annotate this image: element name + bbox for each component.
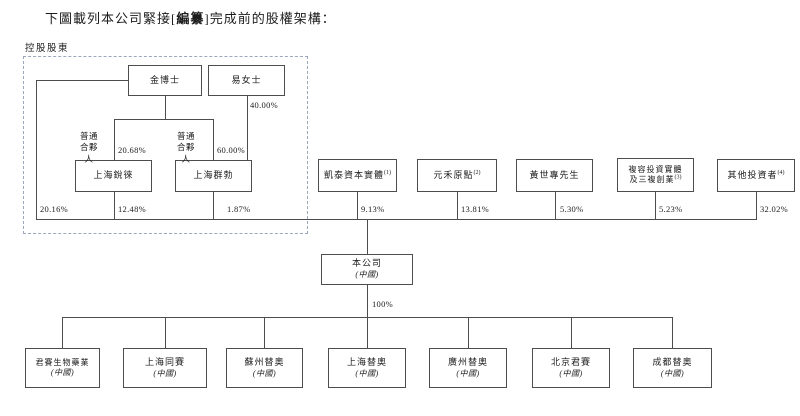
caption-prefix: 下圖載列本公司緊接[	[45, 11, 177, 26]
caption-suffix: ]完成前的股權架構：	[204, 11, 336, 26]
controlling-shareholders-region	[23, 56, 308, 234]
connector-line-main	[36, 219, 757, 220]
node-label-line2: 及三複創業(3)	[629, 174, 682, 184]
connector-line	[114, 119, 214, 120]
node-furong-investment-entities: 複容投資實體 及三複創業(3)	[617, 158, 694, 192]
pct-ruilai: 12.48%	[118, 204, 147, 214]
connector-line	[367, 285, 368, 317]
pct-huang: 5.30%	[560, 204, 584, 214]
node-label: 上海群勃	[193, 170, 234, 181]
node-subsidiary-shanghai-tiao: 上海替奧(中國)	[328, 348, 406, 388]
node-subsidiary-junsai-biopharma: 君賽生物藥業(中國)	[25, 348, 100, 388]
connector-line	[655, 192, 656, 219]
node-label: 成都替奧	[652, 356, 693, 367]
connector-line	[756, 192, 757, 219]
node-label: 君賽生物藥業	[35, 357, 90, 367]
pct-qunbo: 1.87%	[227, 204, 251, 214]
node-label: 上海替奧	[346, 356, 387, 367]
node-label: 廣州替奧	[447, 356, 488, 367]
node-country: (中國)	[559, 368, 583, 378]
connector-line	[36, 80, 37, 219]
node-country: (中國)	[660, 368, 685, 378]
footnote-ref-1: (1)	[384, 169, 391, 176]
node-country: (中國)	[355, 368, 379, 378]
node-label: 上海銳徠	[93, 170, 134, 181]
connector-line	[62, 317, 63, 348]
label-general-partner: 普通 合夥人	[176, 131, 195, 164]
connector-line	[264, 317, 265, 348]
node-shanghai-ruilai: 上海銳徠	[75, 160, 152, 192]
node-subsidiary-chengdu-tiao: 成都替奧(中國)	[633, 348, 712, 388]
pct-yi-to-qunbo: 40.00%	[250, 100, 279, 110]
node-label: 金博士	[149, 74, 180, 85]
node-label: 其他投資者(4)	[727, 169, 785, 180]
pct-jin-gp-ruilai: 20.68%	[118, 145, 147, 155]
node-dr-jin: 金博士	[128, 65, 202, 96]
node-label-line1: 複容投資實體	[628, 164, 683, 174]
node-label: 黃世專先生	[529, 169, 580, 180]
node-label: 本公司	[351, 258, 382, 269]
pct-jin-direct: 20.16%	[40, 204, 69, 214]
caption-emphasis: 編纂	[176, 11, 205, 26]
connector-line	[571, 317, 572, 348]
label-general-partner: 普通 合夥人	[79, 131, 98, 164]
node-ms-yi: 易女士	[208, 65, 285, 96]
connector-line	[357, 192, 358, 219]
connector-line	[114, 119, 115, 160]
connector-line	[672, 317, 673, 348]
pct-other-investors: 32.02%	[760, 204, 789, 214]
node-country: (中國)	[355, 270, 379, 280]
connector-line	[36, 80, 128, 81]
controlling-shareholders-label: 控股股東	[25, 44, 70, 54]
node-label: 凱泰資本實體(1)	[323, 169, 391, 180]
node-subsidiary-suzhou-tiao: 蘇州替奧(中國)	[226, 348, 303, 388]
node-label: 蘇州替奧	[244, 356, 285, 367]
footnote-ref-4: (4)	[777, 169, 785, 176]
pct-company-to-subsidiaries: 100%	[372, 299, 394, 309]
node-subsidiary-guangzhou-tiao: 廣州替奧(中國)	[429, 348, 507, 388]
node-country: (中國)	[50, 368, 75, 377]
connector-line	[555, 192, 556, 219]
connector-line	[468, 317, 469, 348]
node-subsidiary-shanghai-tongsai: 上海同賽(中國)	[123, 348, 207, 388]
node-mr-huang-shizhuan: 黃世專先生	[516, 159, 593, 192]
node-country: (中國)	[252, 368, 277, 378]
node-label: 上海同賽	[144, 356, 185, 367]
node-the-company: 本公司 (中國)	[321, 254, 413, 285]
connector-line	[213, 119, 214, 160]
node-other-investors: 其他投資者(4)	[717, 159, 795, 192]
node-label: 易女士	[231, 74, 262, 85]
node-subsidiary-beijing-junsai: 北京君賽(中國)	[532, 348, 610, 388]
node-yuanhe-origin: 元禾原點(2)	[417, 159, 497, 192]
node-shanghai-qunbo: 上海群勃	[175, 160, 252, 192]
footnote-ref-3: (3)	[674, 174, 682, 181]
pct-yuanhe: 13.81%	[461, 204, 490, 214]
pct-furong: 5.23%	[659, 204, 683, 214]
pct-jin-gp-qunbo: 60.00%	[217, 145, 246, 155]
connector-line	[367, 219, 368, 254]
connector-line	[247, 96, 248, 160]
connector-line	[165, 96, 166, 119]
caption: 下圖載列本公司緊接[編纂]完成前的股權架構：	[45, 8, 336, 27]
node-kaitai-capital-entities: 凱泰資本實體(1)	[318, 159, 397, 192]
connector-line	[165, 317, 166, 348]
node-label: 元禾原點(2)	[433, 169, 481, 180]
node-country: (中國)	[456, 368, 480, 378]
connector-line	[114, 192, 115, 219]
node-label: 北京君賽	[550, 356, 591, 367]
pct-kaitai: 9.13%	[361, 204, 385, 214]
connector-line	[367, 317, 368, 348]
connector-line	[213, 192, 214, 219]
node-country: (中國)	[153, 368, 177, 378]
connector-line	[457, 192, 458, 219]
footnote-ref-2: (2)	[473, 169, 481, 176]
